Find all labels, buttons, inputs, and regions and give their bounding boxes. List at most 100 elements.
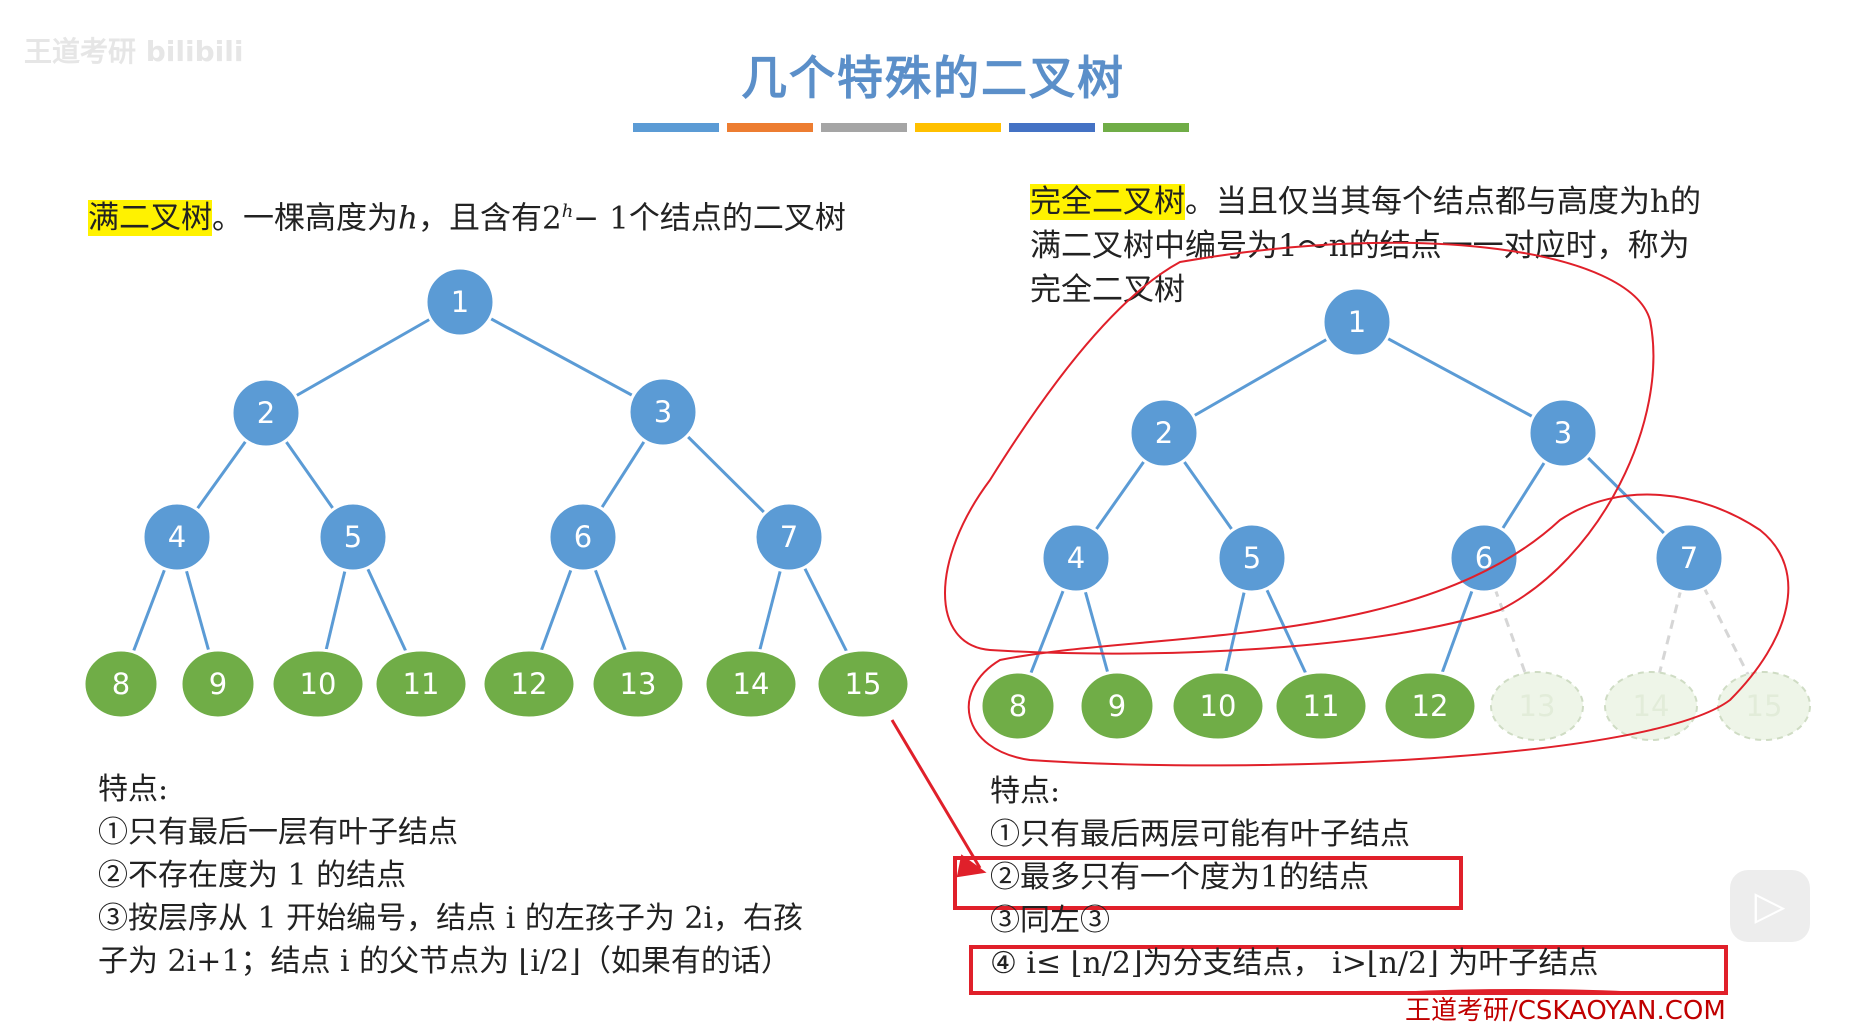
complete-tree-node-label: 4 [1067,541,1085,575]
color-bar [821,123,907,132]
full-tree-node-label: 5 [344,520,362,554]
footer-url: 王道考研/CSKAOYAN.COM [1405,996,1726,1026]
complete-tree-ghost-node [1604,671,1698,741]
complete-tree-node [1170,670,1266,742]
full-tree-node [179,648,257,720]
complete-tree-node [1653,522,1725,594]
complete-tree-node [1321,286,1393,358]
color-bar [1009,123,1095,132]
full-tree-features: 特点: ①只有最后一层有叶子结点 ②不存在度为 1 的结点 ③按层序从 1 开始… [98,768,803,983]
complete-tree-node [1527,397,1599,469]
full-tree-features-title: 特点: [98,772,169,807]
complete-tree-node [1216,522,1288,594]
full-tree-node-label: 14 [733,667,770,701]
slide-title: 几个特殊的二叉树 [741,51,1125,105]
complete-tree-def-line3: 完全二叉树 [1030,272,1185,308]
full-tree-node [82,648,160,720]
complete-tree-node-label: 8 [1009,689,1027,723]
complete-tree-node-label: 9 [1108,689,1126,723]
full-tree-node [373,648,469,720]
complete-tree-def-line2: 满二叉树中编号为1～n的结点一一对应时，称为 [1030,228,1690,264]
full-tree-sup: h [561,201,574,222]
underline-annotation [1389,989,1656,995]
complete-tree-node-label: 10 [1200,689,1237,723]
full-tree-node [627,376,699,448]
full-tree-node [270,648,366,720]
complete-tree-feature-4: ④ i≤ ⌊n/2⌋为分支结点， i>⌊n/2⌋ 为叶子结点 [990,946,1599,981]
color-bar [727,123,813,132]
hand-drawn-circle-annotation [967,493,1790,767]
complete-tree-node-label: 12 [1412,689,1449,723]
complete-tree-ghost-node-label: 14 [1633,689,1670,723]
full-tree-node [141,501,213,573]
complete-tree-edge [1356,320,1564,435]
bilibili-watermark: 王道考研 bilibili [24,35,244,68]
complete-tree-def-line1: 。当且仅当其每个结点都与高度为h的 [1185,184,1701,220]
full-tree-node-label: 9 [209,667,227,701]
complete-tree-features: 特点: ①只有最后两层可能有叶子结点 ②最多只有一个度为1的结点 ③同左③ ④ … [990,770,1598,985]
full-tree-node-label: 4 [168,520,186,554]
full-tree-node [753,501,825,573]
full-tree-node [547,501,619,573]
complete-tree-node [1128,397,1200,469]
complete-tree-node [1448,522,1520,594]
play-icon: ▷ [1754,883,1786,929]
full-tree-node-label: 2 [257,396,275,430]
complete-tree-feature-2: ②最多只有一个度为1的结点 [990,860,1370,895]
play-button[interactable]: ▷ [1730,870,1810,942]
hand-drawn-circle-annotation [944,241,1655,655]
full-tree-node [481,648,577,720]
complete-tree-feature-3: ③同左③ [990,903,1110,938]
title-color-bars [633,123,1189,132]
complete-tree-label: 完全二叉树 [1030,184,1185,220]
complete-tree-node [979,670,1057,742]
full-tree-definition: 满二叉树。一棵高度为h，且含有2h− 1个结点的二叉树 [88,190,846,240]
full-tree-node-label: 8 [112,667,130,701]
complete-tree-edge [1163,320,1358,435]
complete-tree-features-title: 特点: [990,774,1061,809]
arrow-line [890,719,982,869]
full-tree-node [424,266,496,338]
full-tree-edge [459,300,664,414]
complete-tree-node-label: 2 [1155,416,1173,450]
complete-tree-node-label: 1 [1348,305,1366,339]
color-bar [915,123,1001,132]
full-tree-def-post: − 1个结点的二叉树 [573,200,846,237]
complete-tree-ghost-node-label: 15 [1746,689,1783,723]
full-tree-var-h: h [398,200,418,237]
full-tree-node-label: 12 [511,667,548,701]
full-tree-node-label: 1 [451,285,469,319]
full-tree-label: 满二叉树 [88,200,212,237]
full-tree-node-label: 6 [574,520,592,554]
complete-tree-node-label: 11 [1303,689,1340,723]
full-tree-node [317,501,389,573]
full-tree-feature-2: ②不存在度为 1 的结点 [98,858,407,893]
complete-tree-feature-1: ①只有最后两层可能有叶子结点 [990,817,1410,852]
full-tree-def-mid: ，且含有2 [417,200,562,237]
full-tree-node [815,648,911,720]
full-tree-feature-4: 子为 2i+1；结点 i 的父节点为 ⌊i/2⌋（如果有的话） [98,944,791,979]
full-tree-node-label: 7 [780,520,798,554]
full-tree-node-label: 3 [654,395,672,429]
complete-tree-node [1382,670,1478,742]
full-tree-node [590,648,686,720]
full-tree-feature-3: ③按层序从 1 开始编号，结点 i 的左孩子为 2i，右孩 [98,901,804,936]
color-bar [1103,123,1189,132]
complete-tree-node-label: 7 [1680,541,1698,575]
full-tree-node-label: 13 [620,667,657,701]
full-tree-edge [265,300,461,415]
full-tree-node-label: 11 [403,667,440,701]
full-tree-node [703,648,799,720]
complete-tree-ghost-node [1490,671,1584,741]
complete-tree-node-label: 6 [1475,541,1493,575]
highlight-box [953,856,1463,910]
full-tree-node-label: 15 [845,667,882,701]
complete-tree-node-label: 3 [1554,416,1572,450]
full-tree-feature-1: ①只有最后一层有叶子结点 [98,815,458,850]
full-tree-node [230,377,302,449]
full-tree-node-label: 10 [300,667,337,701]
complete-tree-node [1040,522,1112,594]
arrow-head [956,854,987,878]
